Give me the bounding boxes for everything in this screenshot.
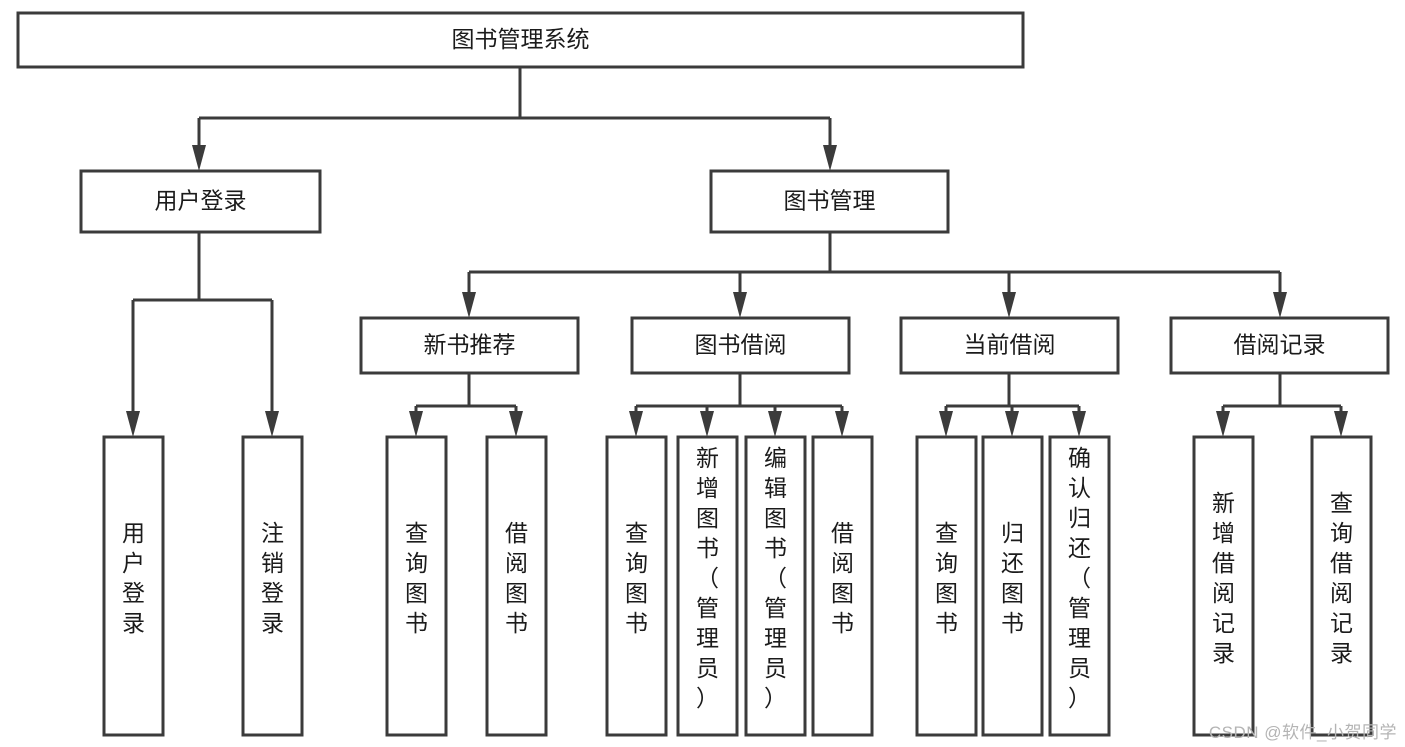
node-box xyxy=(981,435,1044,737)
arrow-head-icon xyxy=(126,411,140,437)
nodes-layer: 图书管理系统用户登录图书管理新书推荐图书借阅当前借阅借阅记录用户登录注销登录查询… xyxy=(16,11,1390,737)
node-label: 新增借阅记录 xyxy=(1212,490,1235,666)
node-box xyxy=(676,435,739,737)
node-leaf-query-book-current[interactable]: 查询图书 xyxy=(915,435,978,737)
arrow-head-icon xyxy=(1273,292,1287,318)
node-leaf-borrow-book[interactable]: 借阅图书 xyxy=(811,435,874,737)
node-leaf-add-book-admin[interactable]: 新增图书（管理员） xyxy=(676,435,739,737)
node-box xyxy=(630,316,851,375)
node-box xyxy=(1169,316,1390,375)
node-new-book-recommend[interactable]: 新书推荐 xyxy=(359,316,580,375)
node-user-login[interactable]: 用户登录 xyxy=(79,169,322,234)
arrow-head-icon xyxy=(1072,411,1086,437)
node-label: 新增图书（管理员） xyxy=(696,445,719,711)
connectors-layer xyxy=(126,67,1348,437)
node-label: 当前借阅 xyxy=(964,332,1056,358)
node-box xyxy=(1310,435,1373,737)
arrow-head-icon xyxy=(462,292,476,318)
node-label: 查询图书 xyxy=(405,520,428,636)
arrow-head-icon xyxy=(1334,411,1348,437)
arrow-head-icon xyxy=(509,411,523,437)
node-leaf-borrow-book-recommend[interactable]: 借阅图书 xyxy=(485,435,548,737)
node-borrow-records[interactable]: 借阅记录 xyxy=(1169,316,1390,375)
node-label: 图书借阅 xyxy=(695,332,787,358)
node-box xyxy=(1048,435,1111,737)
node-leaf-query-book-borrow[interactable]: 查询图书 xyxy=(605,435,668,737)
node-label: 确认归还（管理员） xyxy=(1068,445,1091,711)
node-label: 借阅图书 xyxy=(505,520,528,636)
arrow-head-icon xyxy=(1005,411,1019,437)
node-leaf-edit-book-admin[interactable]: 编辑图书（管理员） xyxy=(744,435,807,737)
node-label: 新书推荐 xyxy=(424,332,516,358)
node-leaf-user-login[interactable]: 用户登录 xyxy=(102,435,165,737)
arrow-head-icon xyxy=(939,411,953,437)
arrow-head-icon xyxy=(733,292,747,318)
node-leaf-query-book-recommend[interactable]: 查询图书 xyxy=(385,435,448,737)
node-box xyxy=(915,435,978,737)
node-box xyxy=(485,435,548,737)
arrow-head-icon xyxy=(1216,411,1230,437)
node-leaf-return-book[interactable]: 归还图书 xyxy=(981,435,1044,737)
node-label: 编辑图书（管理员） xyxy=(764,445,787,711)
node-leaf-query-borrow-record[interactable]: 查询借阅记录 xyxy=(1310,435,1373,737)
node-box xyxy=(605,435,668,737)
node-box xyxy=(79,169,322,234)
node-label: 查询图书 xyxy=(935,520,958,636)
node-book-borrow[interactable]: 图书借阅 xyxy=(630,316,851,375)
node-label: 图书管理 xyxy=(784,188,876,214)
node-box xyxy=(102,435,165,737)
node-label: 查询借阅记录 xyxy=(1330,490,1353,666)
node-box xyxy=(811,435,874,737)
node-box xyxy=(16,11,1025,69)
arrow-head-icon xyxy=(192,145,206,171)
node-box xyxy=(359,316,580,375)
node-label: 图书管理系统 xyxy=(452,26,590,52)
node-current-borrow[interactable]: 当前借阅 xyxy=(899,316,1120,375)
node-label: 归还图书 xyxy=(1001,520,1024,636)
node-box xyxy=(899,316,1120,375)
arrow-head-icon xyxy=(823,145,837,171)
watermark-text: CSDN @软件_小贺同学 xyxy=(1208,723,1397,742)
node-box xyxy=(709,169,950,234)
node-label: 用户登录 xyxy=(155,188,247,214)
node-leaf-add-borrow-record[interactable]: 新增借阅记录 xyxy=(1192,435,1255,737)
node-label: 用户登录 xyxy=(122,520,145,636)
node-box xyxy=(1192,435,1255,737)
node-leaf-logout[interactable]: 注销登录 xyxy=(241,435,304,737)
node-book-management[interactable]: 图书管理 xyxy=(709,169,950,234)
arrow-head-icon xyxy=(768,411,782,437)
arrow-head-icon xyxy=(409,411,423,437)
node-box xyxy=(385,435,448,737)
node-box xyxy=(744,435,807,737)
arrow-head-icon xyxy=(629,411,643,437)
node-label: 借阅记录 xyxy=(1234,332,1326,358)
arrow-head-icon xyxy=(835,411,849,437)
arrow-head-icon xyxy=(700,411,714,437)
arrow-head-icon xyxy=(1002,292,1016,318)
node-label: 查询图书 xyxy=(625,520,648,636)
arrow-head-icon xyxy=(265,411,279,437)
node-root[interactable]: 图书管理系统 xyxy=(16,11,1025,69)
node-box xyxy=(241,435,304,737)
node-label: 借阅图书 xyxy=(831,520,854,636)
node-label: 注销登录 xyxy=(261,520,284,636)
node-leaf-confirm-return-admin[interactable]: 确认归还（管理员） xyxy=(1048,435,1111,737)
